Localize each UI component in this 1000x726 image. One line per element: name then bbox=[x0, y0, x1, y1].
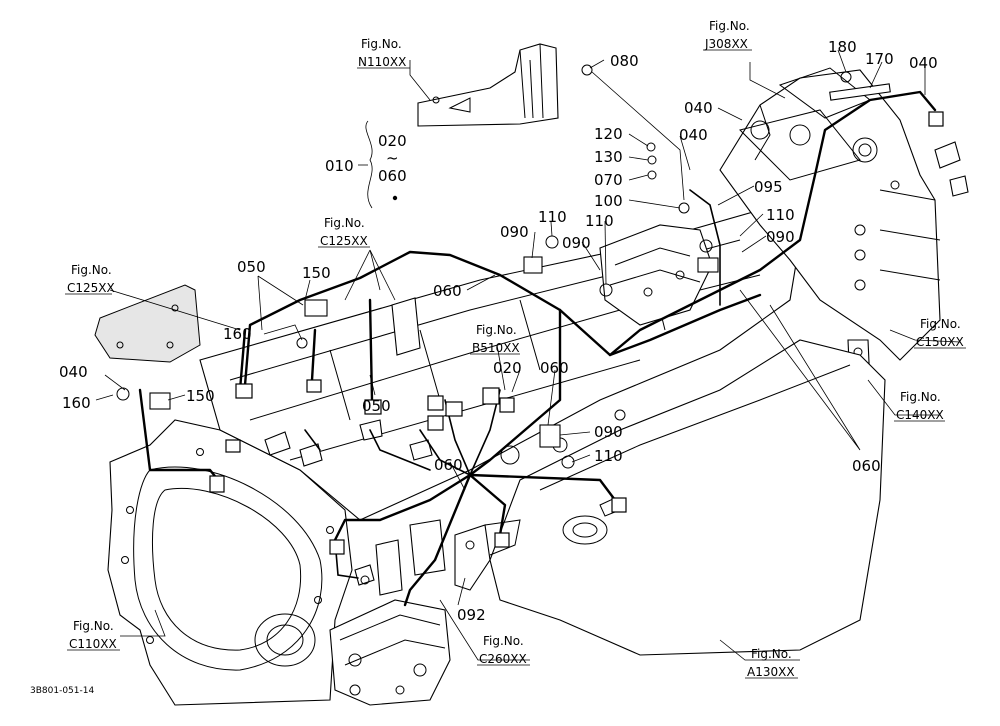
wiring-harness bbox=[138, 90, 944, 607]
fig-ref-code: C125XX bbox=[67, 281, 115, 295]
fig-ref-c140[interactable]: Fig.No. C140XX bbox=[894, 390, 945, 422]
part-label-020[interactable]: 020 bbox=[378, 132, 407, 150]
fig-ref-a130[interactable]: Fig.No. A130XX bbox=[745, 647, 798, 679]
part-label-110[interactable]: 110 bbox=[585, 212, 614, 230]
part-label-110[interactable]: 110 bbox=[766, 206, 795, 224]
fig-ref-code: C260XX bbox=[479, 652, 527, 666]
fig-ref-label: Fig.No. bbox=[324, 216, 365, 230]
fig-ref-c260[interactable]: Fig.No. C260XX bbox=[477, 634, 530, 666]
part-label-110[interactable]: 110 bbox=[594, 447, 623, 465]
part-label-090[interactable]: 090 bbox=[562, 234, 591, 252]
fig-ref-n110[interactable]: Fig.No. N110XX bbox=[357, 37, 410, 69]
fig-ref-c110[interactable]: Fig.No. C110XX bbox=[67, 619, 120, 651]
part-label-100[interactable]: 100 bbox=[594, 192, 623, 210]
part-label-050[interactable]: 050 bbox=[237, 258, 266, 276]
fig-ref-code: N110XX bbox=[358, 55, 406, 69]
fig-ref-code: C140XX bbox=[896, 408, 944, 422]
part-label-110[interactable]: 110 bbox=[538, 208, 567, 226]
fig-ref-label: Fig.No. bbox=[920, 317, 961, 331]
fig-ref-code: C110XX bbox=[69, 637, 117, 651]
fig-ref-label: Fig.No. bbox=[361, 37, 402, 51]
part-label-120[interactable]: 120 bbox=[594, 125, 623, 143]
part-label-040[interactable]: 040 bbox=[59, 363, 88, 381]
fig-ref-label: Fig.No. bbox=[476, 323, 517, 337]
mechanical-drawing bbox=[94, 43, 969, 706]
rear-housing bbox=[719, 67, 941, 361]
part-label-130[interactable]: 130 bbox=[594, 148, 623, 166]
relay-box bbox=[391, 297, 421, 356]
part-label-090[interactable]: 090 bbox=[594, 423, 623, 441]
fig-ref-code: C125XX bbox=[320, 234, 368, 248]
figure-references: Fig.No. N110XX Fig.No. J308XX Fig.No. C1… bbox=[65, 19, 966, 679]
part-label-080[interactable]: 080 bbox=[610, 52, 639, 70]
part-label-040[interactable]: 040 bbox=[909, 54, 938, 72]
part-label-060[interactable]: 060 bbox=[434, 456, 463, 474]
fig-ref-code: J308XX bbox=[704, 37, 748, 51]
fig-ref-c125-left[interactable]: Fig.No. C125XX bbox=[65, 263, 115, 295]
fig-ref-label: Fig.No. bbox=[900, 390, 941, 404]
part-label-050[interactable]: 050 bbox=[362, 397, 391, 415]
fig-ref-code: B510XX bbox=[472, 341, 520, 355]
part-label-160[interactable]: 160 bbox=[62, 394, 91, 412]
fig-ref-c150[interactable]: Fig.No. C150XX bbox=[914, 317, 966, 349]
drawing-code: 3B801-051-14 bbox=[30, 686, 94, 696]
side-plate bbox=[94, 284, 201, 363]
fig-ref-code: A130XX bbox=[747, 665, 795, 679]
leader-lines bbox=[95, 49, 961, 661]
pump-assembly bbox=[329, 519, 451, 706]
part-label-060[interactable]: 060 bbox=[540, 359, 569, 377]
fuel-tank bbox=[489, 339, 886, 656]
part-label-010[interactable]: 010 bbox=[325, 157, 354, 175]
part-label-090[interactable]: 090 bbox=[766, 228, 795, 246]
range-separator: ~ bbox=[386, 149, 399, 167]
clutch-housing bbox=[107, 419, 353, 706]
part-label-040[interactable]: 040 bbox=[684, 99, 713, 117]
fig-ref-code: C150XX bbox=[916, 335, 964, 349]
part-label-070[interactable]: 070 bbox=[594, 171, 623, 189]
fig-ref-label: Fig.No. bbox=[751, 647, 792, 661]
control-valve bbox=[599, 224, 713, 326]
column-bracket bbox=[417, 43, 559, 127]
part-label-090[interactable]: 090 bbox=[500, 223, 529, 241]
part-label-092[interactable]: 092 bbox=[457, 606, 486, 624]
part-label-060[interactable]: 060 bbox=[378, 167, 407, 185]
part-label-160[interactable]: 160 bbox=[223, 325, 252, 343]
part-label-180[interactable]: 180 bbox=[828, 38, 857, 56]
part-label-170[interactable]: 170 bbox=[865, 50, 894, 68]
fig-ref-label: Fig.No. bbox=[73, 619, 114, 633]
fig-ref-label: Fig.No. bbox=[709, 19, 750, 33]
part-label-060[interactable]: 060 bbox=[433, 282, 462, 300]
part-label-150[interactable]: 150 bbox=[302, 264, 331, 282]
part-label-150[interactable]: 150 bbox=[186, 387, 215, 405]
fig-ref-label: Fig.No. bbox=[71, 263, 112, 277]
fig-ref-c125-mid[interactable]: Fig.No. C125XX bbox=[318, 216, 370, 248]
part-labels: 080 180 170 040 040 040 120 130 070 100 … bbox=[59, 38, 938, 624]
fig-ref-j308[interactable]: Fig.No. J308XX bbox=[703, 19, 752, 51]
fig-ref-b510[interactable]: Fig.No. B510XX bbox=[470, 323, 520, 355]
part-label-095[interactable]: 095 bbox=[754, 178, 783, 196]
sensors bbox=[264, 141, 969, 586]
part-label-060[interactable]: 060 bbox=[852, 457, 881, 475]
fig-ref-label: Fig.No. bbox=[483, 634, 524, 648]
part-label-020[interactable]: 020 bbox=[493, 359, 522, 377]
part-label-040[interactable]: 040 bbox=[679, 126, 708, 144]
